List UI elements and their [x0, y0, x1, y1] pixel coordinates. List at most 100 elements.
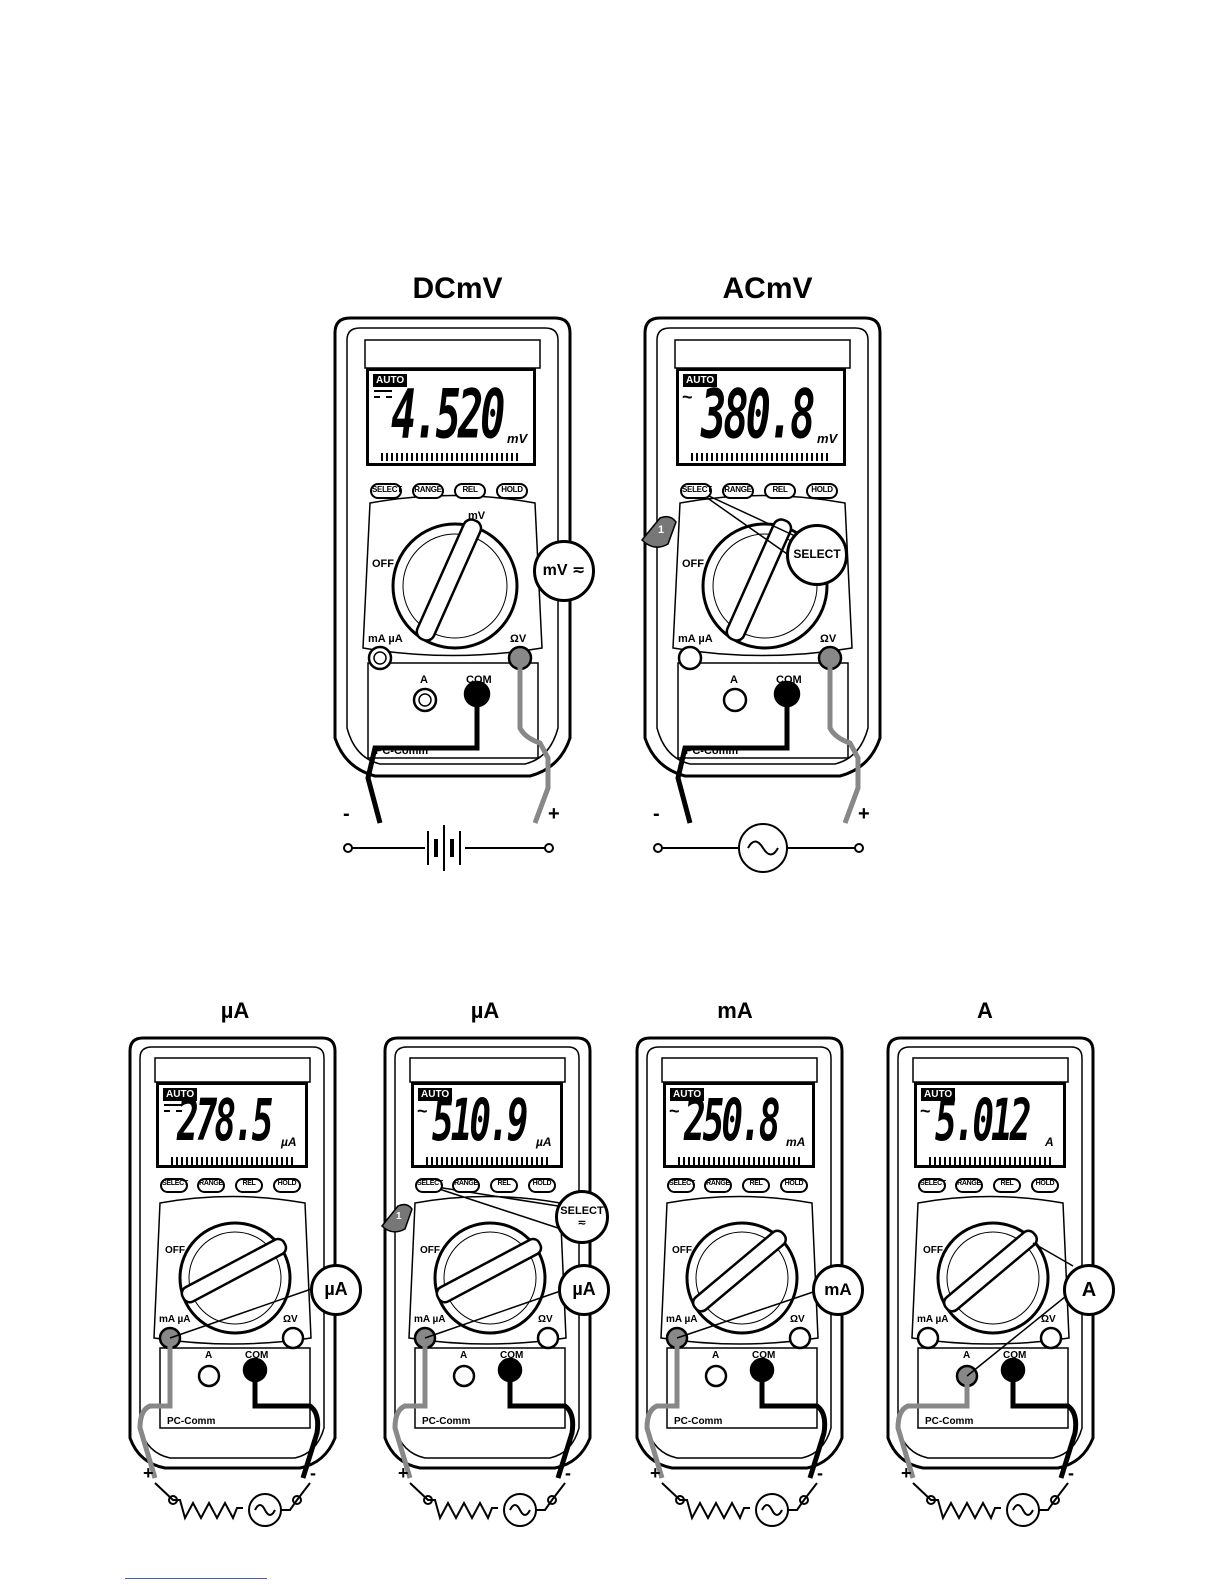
dc-symbol-icon — [164, 1104, 182, 1114]
ov-jack-label: ΩV — [820, 633, 837, 645]
range-button[interactable]: RANGE — [722, 483, 754, 499]
plus-sign: + — [858, 803, 870, 825]
callout-select: SELECT ≂ — [555, 1190, 609, 1244]
auto-indicator: AUTO — [163, 1088, 198, 1101]
battery-circuit — [343, 825, 554, 871]
meter-ma-ac: AUTO ~ 250.8 mA SELECT RANGE REL HOLD OF… — [632, 1036, 864, 1538]
com-jack-label: COM — [752, 1350, 776, 1361]
lcd-display: AUTO 278.5 µA — [156, 1082, 308, 1168]
rel-button[interactable]: REL — [454, 483, 486, 499]
reading-value: 380.8 — [701, 375, 815, 454]
footer-rule — [125, 1578, 267, 1579]
reading-unit: mV — [817, 431, 838, 446]
select-button[interactable]: SELECT — [160, 1178, 188, 1193]
lcd-display: AUTO ~ 5.012 A — [914, 1082, 1066, 1168]
resistor-ac-circuit — [154, 1482, 311, 1527]
reading-unit: µA — [281, 1135, 297, 1149]
select-button[interactable]: SELECT — [680, 483, 712, 499]
title-ua-ac: µA — [470, 998, 500, 1023]
rel-button[interactable]: REL — [764, 483, 796, 499]
bargraph — [929, 1157, 1051, 1165]
reading-value: 5.012 — [935, 1089, 1031, 1155]
pc-comm-label: PC-Comm — [375, 745, 429, 757]
ac-source-circuit — [653, 823, 864, 873]
select-button[interactable]: SELECT — [415, 1178, 443, 1193]
com-jack-label: COM — [1003, 1350, 1027, 1361]
title-ma-ac: mA — [717, 998, 753, 1023]
reading-unit: mA — [786, 1135, 806, 1149]
range-button[interactable]: RANGE — [412, 483, 444, 499]
ma-ua-jack-label: mA µA — [917, 1314, 949, 1325]
step-marker: 1 — [658, 524, 665, 536]
ov-jack-label: ΩV — [510, 633, 527, 645]
reading-value: 278.5 — [177, 1089, 273, 1155]
rel-button[interactable]: REL — [490, 1178, 518, 1193]
callout-ua: µA — [310, 1264, 362, 1316]
title-dcmv: DCmV — [412, 272, 503, 305]
minus-sign: - — [343, 803, 350, 825]
rel-button[interactable]: REL — [742, 1178, 770, 1193]
bargraph — [691, 453, 831, 461]
hold-button[interactable]: HOLD — [273, 1178, 301, 1193]
hold-button[interactable]: HOLD — [496, 483, 528, 499]
auto-indicator: AUTO — [921, 1088, 956, 1101]
minus-sign: - — [565, 1463, 571, 1483]
range-button[interactable]: RANGE — [452, 1178, 480, 1193]
ov-jack-label: ΩV — [538, 1314, 553, 1325]
ac-symbol-icon: ~ — [417, 1101, 428, 1121]
auto-indicator: AUTO — [683, 374, 718, 387]
off-label: OFF — [372, 558, 394, 570]
bargraph — [426, 1157, 548, 1165]
title-ua-dc: µA — [220, 998, 250, 1023]
select-button[interactable]: SELECT — [370, 483, 402, 499]
pc-comm-label: PC-Comm — [422, 1416, 471, 1427]
bargraph — [171, 1157, 293, 1165]
a-jack-label: A — [205, 1350, 213, 1361]
off-label: OFF — [923, 1245, 943, 1256]
hold-button[interactable]: HOLD — [806, 483, 838, 499]
plus-sign: + — [901, 1463, 912, 1483]
meter-dcmv: AUTO 4.520 mV SELECT RANGE REL HOLD OFF … — [330, 316, 595, 871]
select-button[interactable]: SELECT — [918, 1178, 946, 1193]
lcd-display: AUTO ~ 380.8 mV — [676, 368, 846, 466]
pc-comm-label: PC-Comm — [167, 1416, 216, 1427]
callout-select: SELECT — [786, 524, 848, 586]
auto-indicator: AUTO — [373, 374, 408, 387]
rel-button[interactable]: REL — [235, 1178, 263, 1193]
com-jack-label: COM — [776, 674, 802, 686]
meter-acmv: 1 AUTO ~ 380.8 mV SELECT RANGE REL HOLD … — [640, 316, 885, 873]
ov-jack-label: ΩV — [790, 1314, 805, 1325]
title-a-ac: A — [977, 998, 993, 1023]
lcd-display: AUTO ~ 510.9 µA — [411, 1082, 563, 1168]
reading-value: 250.8 — [684, 1089, 780, 1155]
dc-symbol-icon — [374, 390, 392, 400]
hold-button[interactable]: HOLD — [528, 1178, 556, 1193]
meter-ua-dc: AUTO 278.5 µA SELECT RANGE REL HOLD OFF … — [125, 1036, 362, 1538]
callout-a: A — [1063, 1264, 1115, 1316]
off-label: OFF — [672, 1245, 692, 1256]
mv-label: mV — [468, 510, 486, 522]
ma-ua-jack-label: mA µA — [414, 1314, 446, 1325]
minus-sign: - — [1068, 1463, 1074, 1483]
hold-button[interactable]: HOLD — [780, 1178, 808, 1193]
auto-indicator: AUTO — [418, 1088, 453, 1101]
plus-sign: + — [398, 1463, 409, 1483]
pc-comm-label: PC-Comm — [674, 1416, 723, 1427]
reading-unit: A — [1045, 1135, 1054, 1149]
range-button[interactable]: RANGE — [704, 1178, 732, 1193]
hold-button[interactable]: HOLD — [1031, 1178, 1059, 1193]
rel-button[interactable]: REL — [993, 1178, 1021, 1193]
range-button[interactable]: RANGE — [955, 1178, 983, 1193]
resistor-ac-circuit — [409, 1482, 566, 1527]
com-jack-label: COM — [500, 1350, 524, 1361]
resistor-ac-circuit — [661, 1482, 818, 1527]
resistor-ac-circuit — [912, 1482, 1069, 1527]
bargraph — [678, 1157, 800, 1165]
select-button[interactable]: SELECT — [667, 1178, 695, 1193]
ma-ua-jack-label: mA µA — [666, 1314, 698, 1325]
pc-comm-label: PC-Comm — [925, 1416, 974, 1427]
ma-ua-jack-label: mA µA — [368, 633, 403, 645]
bargraph — [381, 453, 521, 461]
range-button[interactable]: RANGE — [197, 1178, 225, 1193]
meter-ua-ac: 1 AUTO ~ 510.9 µA SELECT RANGE REL HOLD … — [380, 1036, 610, 1538]
